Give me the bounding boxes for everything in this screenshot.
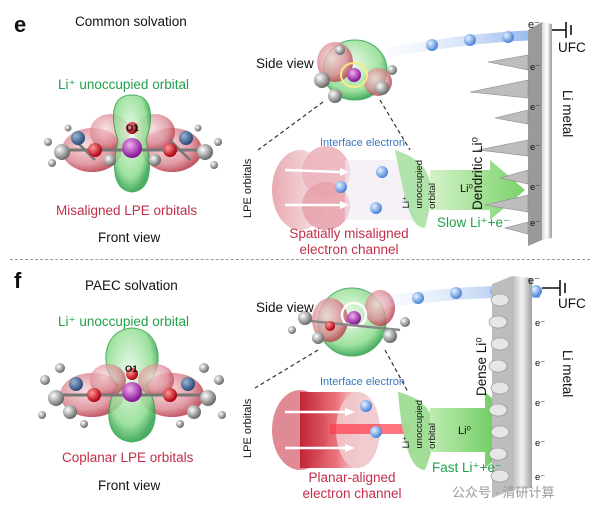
f-unoccupied-label: Li⁺ unoccupied orbital (58, 314, 189, 329)
e-li-metal-label: Li metal (560, 90, 575, 138)
f-li-metal (488, 276, 532, 498)
e-li-unocc-vertical: Li⁺ unoccupied orbital (400, 160, 440, 212)
e-electron-label: e⁻ (528, 19, 540, 31)
e-li0-label: Li⁰ (460, 183, 473, 195)
e-lpe-caption: Misaligned LPE orbitals (56, 203, 198, 218)
e-electron-slab-4: e⁻ (530, 182, 541, 193)
e-side-molecule (314, 39, 397, 103)
f-o1-label: O1 (125, 364, 138, 375)
e-li-unocc-1: Li⁺ (401, 196, 413, 209)
f-channel-caption-1: Planar-aligned (308, 470, 396, 485)
f-lpe-channel (272, 390, 528, 470)
f-electron-slab-1: e⁻ (535, 318, 546, 329)
f-li-unocc-1: Li⁺ (401, 436, 413, 449)
f-side-view-label: Side view (256, 300, 314, 315)
f-li-unocc-vertical: Li⁺ unoccupied orbital (400, 400, 440, 452)
f-electron-slab-3: e⁻ (535, 398, 546, 409)
e-electron-beam (385, 27, 549, 58)
panel-e-letter: e (14, 12, 27, 37)
e-dendritic-label: Dendritic Li⁰ (470, 137, 485, 210)
f-electron-label: e⁻ (528, 275, 540, 287)
e-o1-label: O1 (126, 123, 139, 134)
e-front-view-label: Front view (98, 230, 161, 245)
e-electron-slab-5: e⁻ (530, 218, 541, 229)
panel-e-title: Common solvation (75, 14, 187, 29)
f-lpe-caption: Coplanar LPE orbitals (62, 450, 194, 465)
e-unoccupied-label: Li⁺ unoccupied orbital (58, 77, 189, 92)
e-electron-slab-2: e⁻ (530, 102, 541, 113)
f-ufc-symbol (542, 280, 566, 296)
f-li-metal-label: Li metal (560, 350, 575, 398)
panel-f-letter: f (14, 268, 22, 293)
e-electron-slab-1: e⁻ (530, 62, 541, 73)
f-dense-label: Dense Li⁰ (474, 337, 489, 396)
f-electron-slab-4: e⁻ (535, 438, 546, 449)
f-ufc-label: UFC (558, 296, 586, 311)
e-li-unocc-2: unoccupied (414, 160, 425, 209)
e-ufc-label: UFC (558, 40, 586, 55)
e-ufc-symbol (552, 22, 572, 38)
e-channel-caption: Spatially misaligned electron channel (284, 226, 414, 258)
f-channel-caption: Planar-aligned electron channel (292, 470, 412, 502)
panel-f-title: PAEC solvation (85, 278, 178, 293)
f-li-unocc-3: orbital (426, 422, 438, 449)
e-li-metal (469, 22, 552, 246)
watermark: 公众号 · 清研计算 (452, 485, 555, 500)
e-slow-label: Slow Li⁺+e⁻ (437, 215, 511, 230)
f-front-view-label: Front view (98, 478, 161, 493)
e-electron-slab-3: e⁻ (530, 142, 541, 153)
f-interface-electron-label: Interface electron (320, 376, 405, 388)
f-front-molecule (38, 327, 226, 443)
f-li0-label: Li⁰ (458, 425, 471, 437)
e-side-view-label: Side view (256, 56, 314, 71)
panel-divider (10, 259, 590, 260)
e-lpe-orbitals-label: LPE orbitals (242, 158, 254, 218)
e-front-molecule (44, 94, 222, 193)
e-channel-caption-1: Spatially misaligned (289, 226, 409, 241)
e-interface-electron-label: Interface electron (320, 137, 405, 149)
e-channel-caption-2: electron channel (299, 242, 399, 257)
f-li-unocc-2: unoccupied (414, 400, 425, 449)
f-channel-caption-2: electron channel (302, 486, 402, 501)
f-lpe-orbitals-label: LPE orbitals (242, 398, 254, 458)
f-fast-label: Fast Li⁺+e⁻ (432, 460, 503, 475)
e-li-unocc-3: orbital (426, 182, 438, 209)
f-electron-slab-2: e⁻ (535, 358, 546, 369)
f-electron-slab-5: e⁻ (535, 472, 546, 483)
